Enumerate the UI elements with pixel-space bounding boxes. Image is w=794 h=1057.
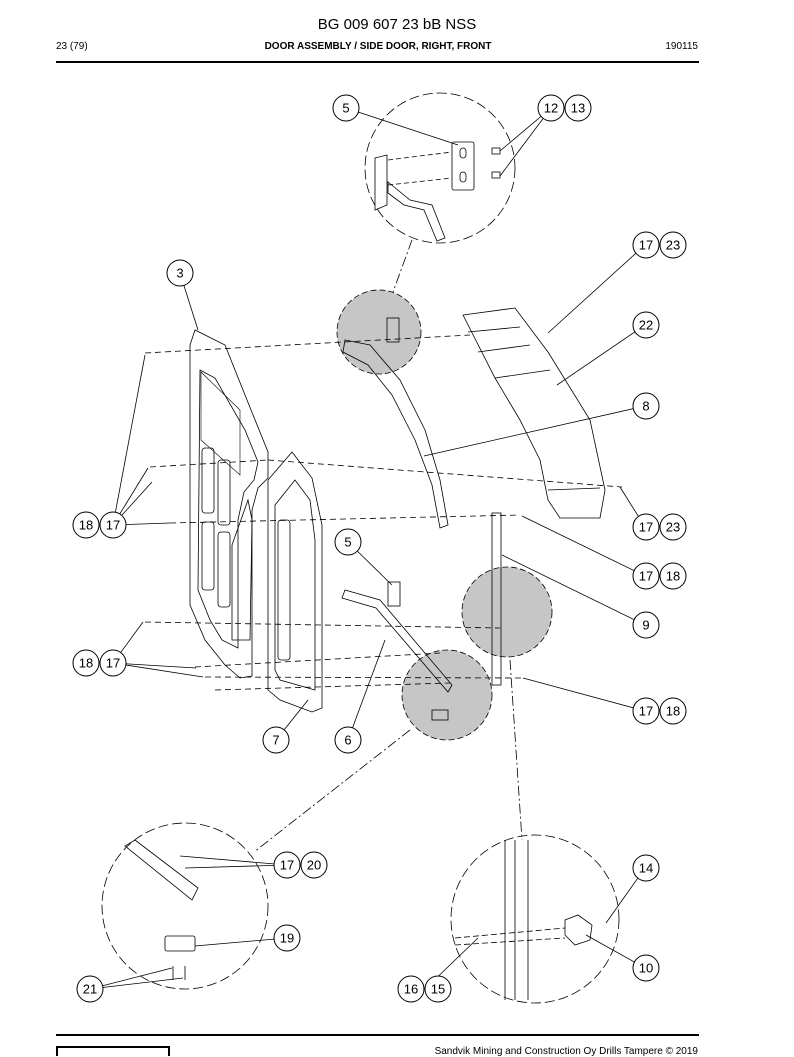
company-logo xyxy=(56,1046,170,1056)
callout-17: 17 xyxy=(632,513,660,541)
callout-19: 19 xyxy=(273,924,301,952)
callout-17: 17 xyxy=(632,231,660,259)
callout-18: 18 xyxy=(72,511,100,539)
callout-label: 17 xyxy=(639,520,653,535)
callout-label: 17 xyxy=(106,518,120,533)
document-date: 190115 xyxy=(665,41,698,52)
document-number: BG 009 607 23 bB NSS xyxy=(317,16,477,33)
callout-7: 7 xyxy=(262,726,290,754)
footer-copyright: Sandvik Mining and Construction Oy Drill… xyxy=(434,1046,698,1057)
callout-label: 18 xyxy=(666,704,680,719)
callout-label: 17 xyxy=(639,704,653,719)
footer-rule xyxy=(56,1034,699,1036)
callout-15: 15 xyxy=(424,975,452,1003)
callout-label: 20 xyxy=(307,858,321,873)
callout-label: 10 xyxy=(639,961,653,976)
callout-label: 16 xyxy=(404,982,418,997)
callout-label: 17 xyxy=(639,238,653,253)
callout-label: 18 xyxy=(666,569,680,584)
callout-16: 16 xyxy=(397,975,425,1003)
detail-circle-bottom-right xyxy=(450,834,620,1004)
callout-label: 18 xyxy=(79,656,93,671)
callout-13: 13 xyxy=(564,94,592,122)
door-panel-outline xyxy=(267,451,323,713)
callout-5: 5 xyxy=(334,528,362,556)
callout-5: 5 xyxy=(332,94,360,122)
callout-10: 10 xyxy=(632,954,660,982)
callout-17: 17 xyxy=(99,649,127,677)
callout-9: 9 xyxy=(632,611,660,639)
callout-label: 19 xyxy=(280,931,294,946)
callout-20: 20 xyxy=(300,851,328,879)
callout-label: 23 xyxy=(666,238,680,253)
callout-label: 8 xyxy=(642,399,649,414)
callout-label: 21 xyxy=(83,982,97,997)
callout-22: 22 xyxy=(632,311,660,339)
page-number: 23 (79) xyxy=(56,41,88,52)
callout-label: 14 xyxy=(639,861,653,876)
callout-label: 12 xyxy=(544,101,558,116)
callout-18: 18 xyxy=(659,697,687,725)
callout-21: 21 xyxy=(76,975,104,1003)
door-frame-outline xyxy=(189,329,269,679)
callout-3: 3 xyxy=(166,259,194,287)
header-rule xyxy=(56,61,699,63)
callout-label: 17 xyxy=(280,858,294,873)
callout-6: 6 xyxy=(334,726,362,754)
detail-ref-circle-1 xyxy=(336,289,422,375)
callout-8: 8 xyxy=(632,392,660,420)
callout-18: 18 xyxy=(72,649,100,677)
detail-circle-top xyxy=(364,92,516,244)
callout-label: 9 xyxy=(642,618,649,633)
callout-label: 5 xyxy=(344,535,351,550)
callout-label: 6 xyxy=(344,733,351,748)
seal-profile xyxy=(462,307,606,519)
callout-17: 17 xyxy=(632,562,660,590)
callout-label: 15 xyxy=(431,982,445,997)
callout-label: 13 xyxy=(571,101,585,116)
callout-label: 7 xyxy=(272,733,279,748)
callout-23: 23 xyxy=(659,513,687,541)
callout-14: 14 xyxy=(632,854,660,882)
callout-label: 3 xyxy=(176,266,183,281)
callout-17: 17 xyxy=(99,511,127,539)
callout-label: 17 xyxy=(106,656,120,671)
callout-17: 17 xyxy=(273,851,301,879)
callout-label: 5 xyxy=(342,101,349,116)
callout-12: 12 xyxy=(537,94,565,122)
callout-18: 18 xyxy=(659,562,687,590)
callout-label: 23 xyxy=(666,520,680,535)
callout-17: 17 xyxy=(632,697,660,725)
detail-circle-bottom-left xyxy=(101,822,269,990)
callout-23: 23 xyxy=(659,231,687,259)
callout-label: 18 xyxy=(79,518,93,533)
detail-ref-circle-3 xyxy=(401,649,493,741)
callout-label: 22 xyxy=(639,318,653,333)
detail-ref-circle-2 xyxy=(461,566,553,658)
section-title: DOOR ASSEMBLY / SIDE DOOR, RIGHT, FRONT xyxy=(264,41,492,52)
callout-label: 17 xyxy=(639,569,653,584)
